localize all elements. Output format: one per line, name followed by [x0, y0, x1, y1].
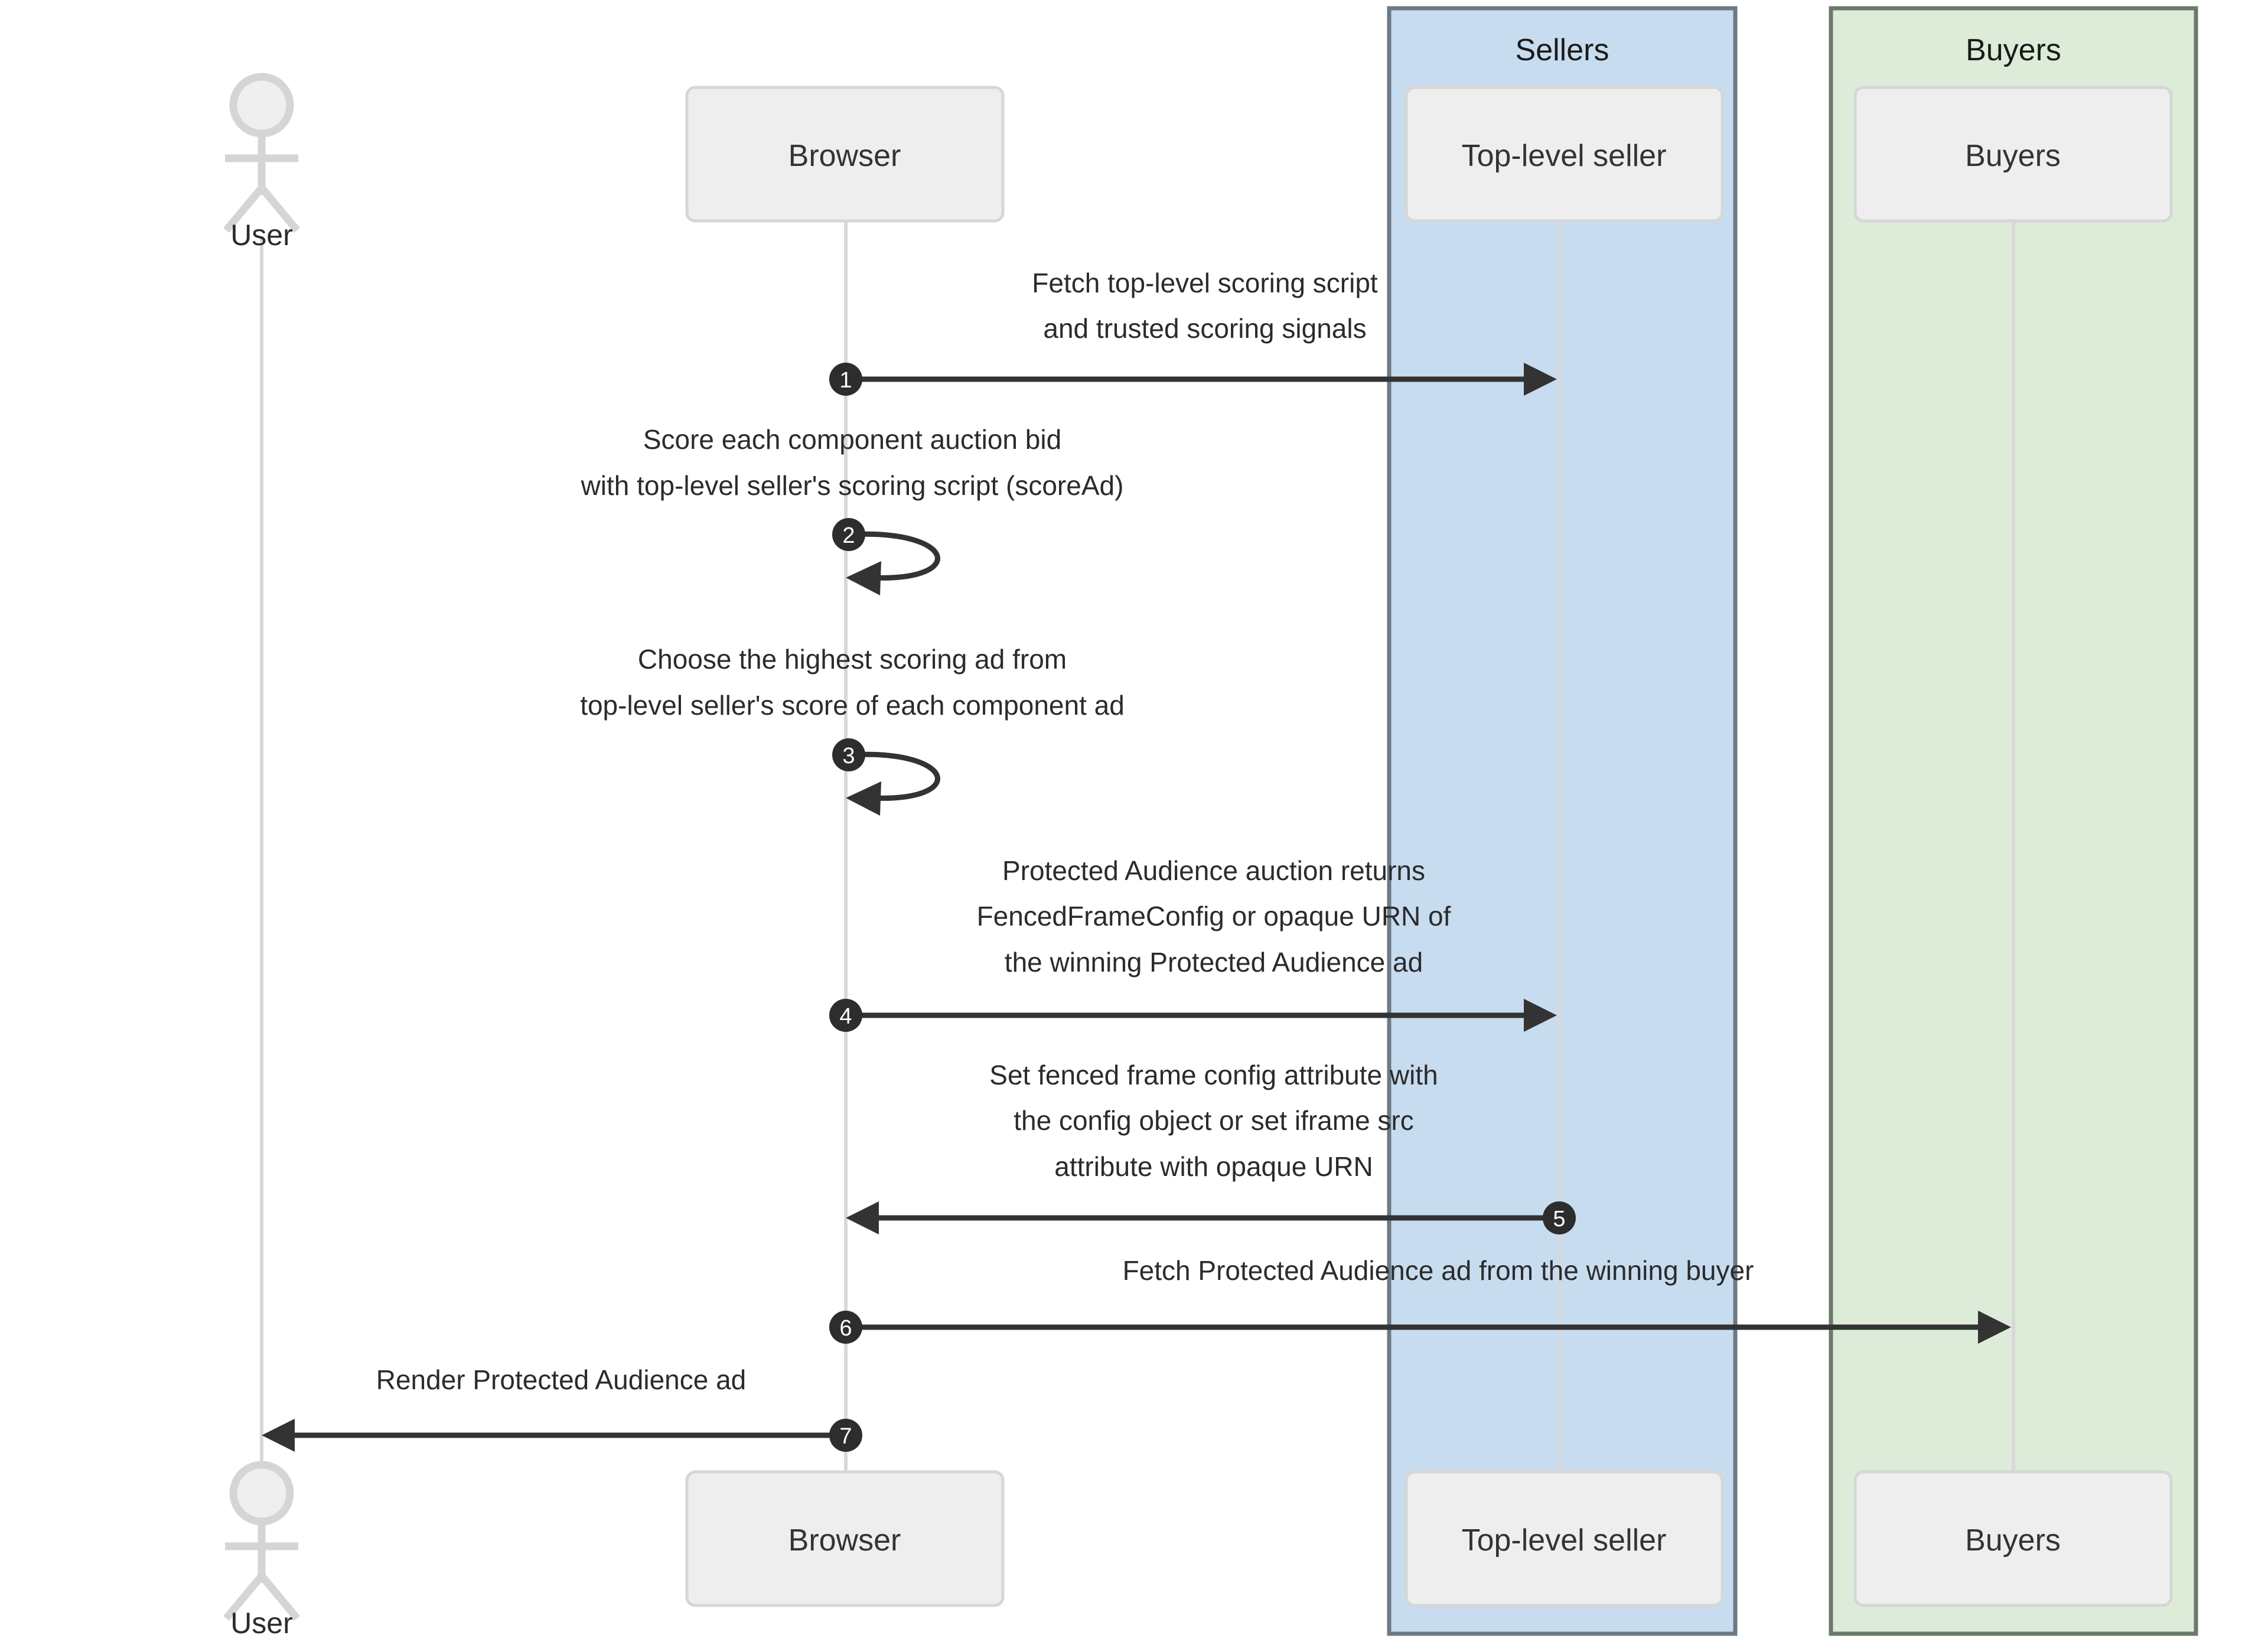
- participant-browser-top-label: Browser: [788, 139, 901, 173]
- message-4-arrow-head: [1524, 999, 1557, 1032]
- participant-top-level-seller-top[interactable]: Top-level seller: [1405, 86, 1724, 223]
- message-2-label-line-1: Score each component auction bid: [643, 424, 1061, 455]
- message-4-badge: [829, 999, 862, 1032]
- message-5-number: 5: [1553, 1207, 1565, 1232]
- message-3-number: 3: [842, 744, 855, 768]
- message-4-label-line-2: FencedFrameConfig or opaque URN of: [977, 901, 1451, 931]
- message-1-label-line-1: Fetch top-level scoring script: [1032, 268, 1378, 298]
- message-1: Fetch top-level scoring script and trust…: [829, 268, 1557, 396]
- message-4-number: 4: [839, 1004, 852, 1029]
- message-5-badge: [1543, 1201, 1576, 1234]
- participant-browser-bottom-box[interactable]: [685, 1470, 1005, 1607]
- participant-browser-bottom[interactable]: Browser: [685, 1470, 1005, 1607]
- message-3-label-line-2: top-level seller's score of each compone…: [580, 690, 1125, 721]
- message-3-arrow-head: [846, 781, 881, 816]
- actor-user-bottom-label: User: [230, 1607, 293, 1640]
- actor-leg-left-icon: [223, 185, 265, 233]
- message-6: Fetch Protected Audience ad from the win…: [829, 1255, 2011, 1344]
- participant-buyers-top[interactable]: Buyers: [1853, 86, 2173, 223]
- group-buyers-title: Buyers: [1966, 33, 2061, 67]
- message-6-badge: [829, 1311, 862, 1344]
- message-2-loop-path: [849, 531, 940, 581]
- message-1-label-line-2: and trusted scoring signals: [1043, 313, 1366, 344]
- message-6-label-line-1: Fetch Protected Audience ad from the win…: [1123, 1255, 1754, 1286]
- message-1-number: 1: [839, 368, 852, 393]
- participant-browser-top-box[interactable]: [685, 86, 1005, 223]
- message-4-label-line-1: Protected Audience auction returns: [1002, 855, 1425, 886]
- message-3-loop-path: [849, 751, 940, 801]
- message-7: Render Protected Audience ad 7: [262, 1364, 862, 1452]
- message-2-label-line-2: with top-level seller's scoring script (…: [581, 470, 1124, 501]
- participant-buyers-top-label: Buyers: [1965, 139, 2061, 173]
- actor-user-top-label: User: [230, 219, 293, 252]
- participant-top-level-seller-bottom-label: Top-level seller: [1462, 1523, 1667, 1558]
- message-2-number: 2: [842, 523, 855, 548]
- message-5-label-line-3: attribute with opaque URN: [1054, 1151, 1373, 1182]
- message-2-badge: [832, 518, 865, 551]
- group-sellers-title: Sellers: [1516, 33, 1609, 67]
- actor-user-top: User: [223, 73, 300, 252]
- message-7-arrow-head: [262, 1419, 295, 1452]
- message-6-arrow-head: [1978, 1311, 2011, 1344]
- message-5-label-line-1: Set fenced frame config attribute with: [989, 1060, 1438, 1090]
- actor-leg-right-icon: [259, 185, 300, 233]
- message-7-label-line-1: Render Protected Audience ad: [376, 1364, 747, 1395]
- message-7-number: 7: [839, 1424, 852, 1449]
- participant-buyers-bottom[interactable]: Buyers: [1853, 1470, 2173, 1607]
- message-6-number: 6: [839, 1316, 852, 1341]
- message-3: Choose the highest scoring ad from top-l…: [580, 644, 1125, 816]
- actor-head-icon: [229, 1461, 294, 1526]
- participant-top-level-seller-bottom-box[interactable]: [1405, 1470, 1724, 1607]
- message-3-label-line-1: Choose the highest scoring ad from: [638, 644, 1067, 675]
- message-3-badge: [832, 738, 865, 771]
- message-1-badge: [829, 363, 862, 396]
- actor-leg-right-icon: [259, 1573, 300, 1621]
- actor-leg-left-icon: [223, 1573, 265, 1621]
- participant-browser-bottom-label: Browser: [788, 1523, 901, 1558]
- message-7-badge: [829, 1419, 862, 1452]
- group-sellers: Sellers: [1387, 6, 1738, 1636]
- message-2-arrow-head: [846, 561, 881, 595]
- participant-buyers-top-box[interactable]: [1853, 86, 2173, 223]
- participant-top-level-seller-bottom[interactable]: Top-level seller: [1405, 1470, 1724, 1607]
- participant-browser-top[interactable]: Browser: [685, 86, 1005, 223]
- actor-user-bottom: User: [223, 1461, 300, 1640]
- message-5-arrow-head: [846, 1201, 879, 1234]
- message-2: Score each component auction bid with to…: [581, 424, 1124, 595]
- participant-buyers-bottom-box[interactable]: [1853, 1470, 2173, 1607]
- message-4: Protected Audience auction returns Fence…: [829, 855, 1557, 1032]
- actor-head-icon: [229, 73, 294, 138]
- participant-top-level-seller-top-label: Top-level seller: [1462, 139, 1667, 173]
- message-4-label-line-3: the winning Protected Audience ad: [1005, 947, 1423, 978]
- message-5: Set fenced frame config attribute with t…: [846, 1060, 1576, 1234]
- participant-top-level-seller-top-box[interactable]: [1405, 86, 1724, 223]
- participant-buyers-bottom-label: Buyers: [1965, 1523, 2061, 1558]
- group-sellers-rect: [1387, 6, 1738, 1636]
- message-1-arrow-head: [1524, 363, 1557, 396]
- message-5-label-line-2: the config object or set iframe src: [1014, 1105, 1414, 1136]
